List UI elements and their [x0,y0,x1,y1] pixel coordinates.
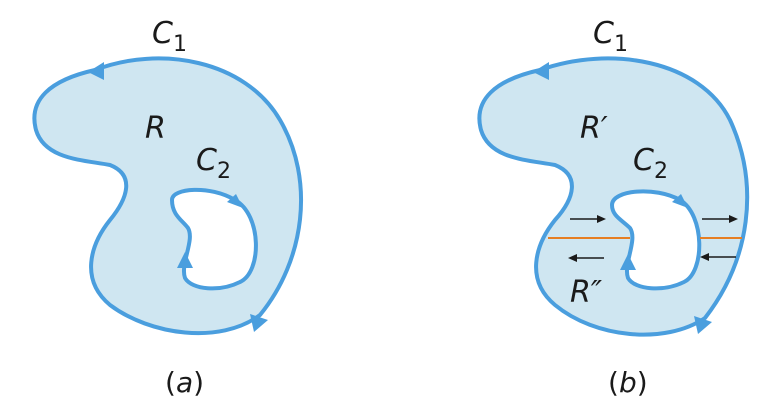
arrowhead-icon [620,254,636,270]
upper-region-label-b: R′ [580,111,608,146]
panel-b: C1 R′ C2 R″ (b) [477,16,750,399]
cut-arrow-left-upper [570,215,606,223]
region-b-fill [479,58,748,335]
outer-curve-label-b: C1 [593,16,628,57]
outer-curve-c1-a [32,56,304,336]
inner-curve-c2-a [170,187,258,291]
region-label-a: R [145,111,166,146]
panel-a: C1 R C2 (a) [32,16,304,399]
outer-curve-c1-b [477,56,750,337]
cut-arrow-right-lower [700,253,736,261]
inner-curve-label-b: C2 [633,143,668,184]
caption-b: (b) [608,366,648,399]
lower-region-label-b: R″ [570,275,603,310]
caption-a: (a) [165,366,204,399]
arrowhead-icon [694,316,712,334]
arrowhead-icon [672,194,688,208]
inner-curve-label-a: C2 [196,143,231,184]
arrowhead-icon [250,314,268,332]
inner-curve-c2-b [610,189,702,291]
outer-curve-label-a: C1 [152,16,187,57]
arrowhead-icon [177,252,193,268]
cut-arrow-left-lower [568,254,604,262]
arrowhead-icon [533,62,549,80]
cut-arrow-right-upper [702,215,738,223]
arrowhead-icon [88,62,104,80]
region-a-fill [34,58,302,334]
arrowhead-icon [227,194,243,208]
